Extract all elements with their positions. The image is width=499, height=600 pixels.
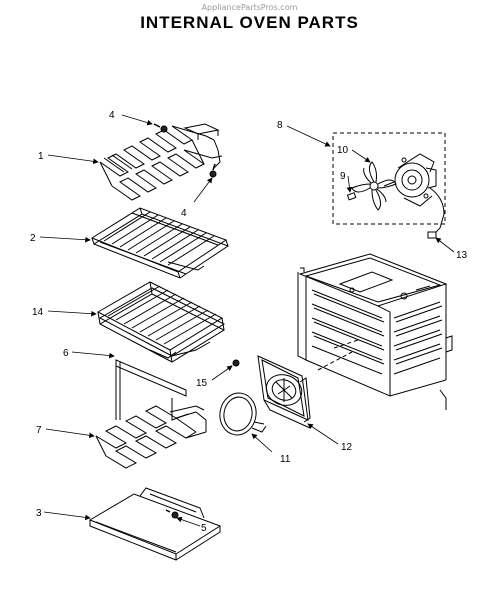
leader-lines xyxy=(39,114,455,527)
convection-motor-illustration[interactable] xyxy=(383,153,437,207)
callout-11: 11 xyxy=(280,454,291,465)
callout-5: 5 xyxy=(201,523,207,534)
callout-12: 12 xyxy=(341,442,353,453)
oven-cavity-illustration[interactable] xyxy=(297,253,453,410)
convection-fan-blade-illustration[interactable] xyxy=(351,161,397,211)
callout-1: 1 xyxy=(38,151,44,162)
callout-4-upper: 4 xyxy=(109,110,115,121)
callout-3: 3 xyxy=(36,508,42,519)
callout-14: 14 xyxy=(32,307,44,318)
fan-cover-illustration[interactable] xyxy=(257,355,311,429)
screw-lower-illustration[interactable] xyxy=(209,163,217,178)
screw-bottom-illustration[interactable] xyxy=(165,509,179,519)
diagram-title: INTERNAL OVEN PARTS xyxy=(140,13,359,32)
callout-10: 10 xyxy=(337,145,349,156)
callout-9: 9 xyxy=(340,171,346,182)
screw-upper-illustration[interactable] xyxy=(153,123,168,133)
callout-13: 13 xyxy=(456,250,468,261)
oven-rack-illustration[interactable] xyxy=(90,207,230,279)
convection-kit-box xyxy=(332,132,446,225)
callout-2: 2 xyxy=(30,233,36,244)
callout-15: 15 xyxy=(196,378,208,389)
callout-7: 7 xyxy=(36,425,42,436)
gliding-rack-illustration[interactable] xyxy=(96,281,226,363)
watermark-text: AppliancePartsPros.com xyxy=(201,3,298,12)
bottom-panel-illustration[interactable] xyxy=(88,487,222,561)
callout-4-lower: 4 xyxy=(181,208,187,219)
convection-element-ring-illustration[interactable] xyxy=(217,390,267,438)
insulation-strip-illustration[interactable] xyxy=(115,359,189,421)
motor-harness-illustration[interactable] xyxy=(427,187,445,239)
fan-cover-screw-illustration[interactable] xyxy=(227,359,240,369)
bake-element-illustration[interactable] xyxy=(95,405,207,469)
broil-element-illustration[interactable] xyxy=(99,123,223,201)
callout-6: 6 xyxy=(63,348,69,359)
callout-8: 8 xyxy=(277,120,283,131)
fan-nut-illustration[interactable] xyxy=(346,192,357,201)
